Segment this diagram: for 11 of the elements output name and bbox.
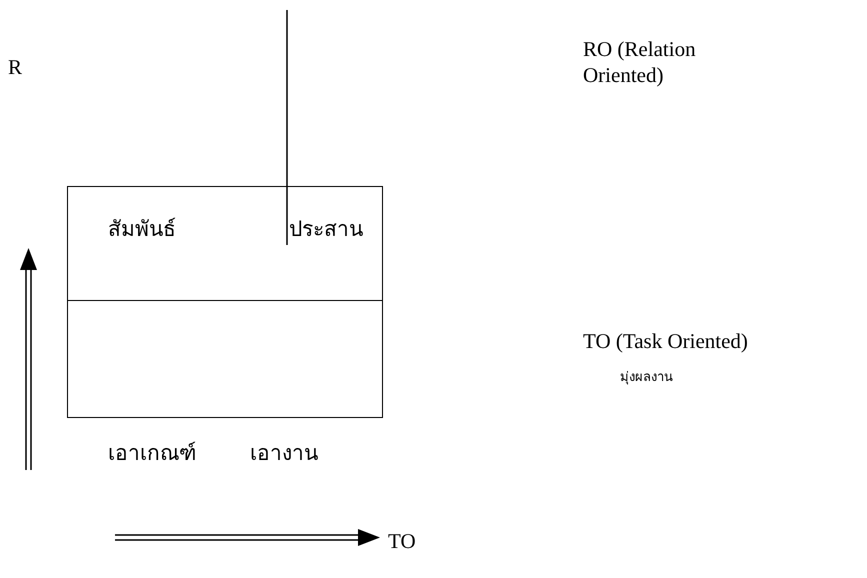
axis-label: R — [8, 54, 22, 80]
empty-cell — [67, 300, 383, 418]
axis-label: RO (Relation Oriented) — [583, 36, 697, 88]
axis-label: เอาเกณฑ์ — [108, 440, 196, 466]
axis-label: TO — [388, 528, 416, 554]
cell-text: สัมพันธ์ — [108, 217, 176, 242]
cell-text: ประสาน — [289, 217, 363, 242]
axis-label: เอางาน — [250, 440, 318, 466]
axis-label: มุ่งผลงาน — [620, 369, 673, 386]
axis-label: TO (Task Oriented) — [583, 328, 748, 354]
table-cell — [67, 186, 383, 301]
